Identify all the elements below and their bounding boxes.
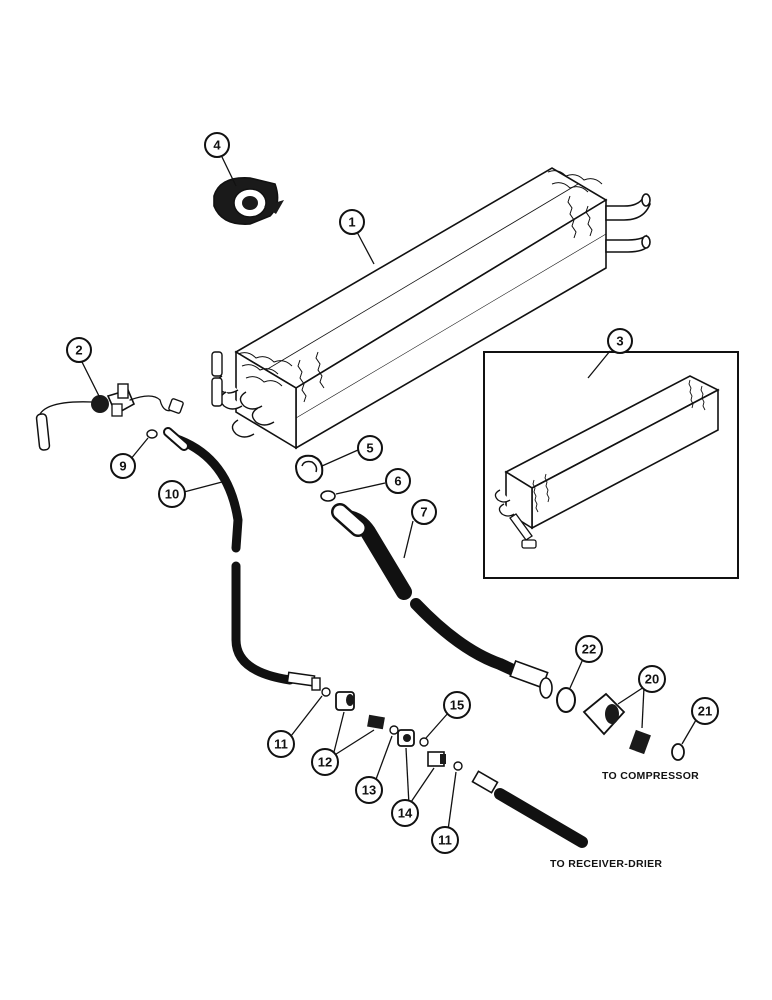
callout-12: 12 (311, 748, 339, 776)
fitting-14 (427, 751, 446, 767)
svg-text:13: 13 (362, 783, 376, 798)
hose-assembly-10 (163, 427, 321, 691)
svg-text:14: 14 (398, 806, 413, 821)
inset-alternate-evaporator (483, 351, 739, 579)
o-ring-11-upper (321, 687, 331, 697)
fitting-20-nut (582, 692, 626, 736)
fitting-20-insert (629, 729, 651, 755)
evaporator-core (211, 167, 651, 450)
receiver-drier-hose (471, 770, 588, 848)
callout-5: 5 (357, 435, 383, 461)
svg-text:12: 12 (318, 755, 332, 770)
fitting-12-nut (335, 691, 355, 711)
callout-22: 22 (575, 635, 603, 663)
callout-11-upper: 11 (267, 730, 295, 758)
svg-text:11: 11 (274, 737, 288, 752)
svg-text:2: 2 (75, 343, 82, 358)
nut-14 (397, 729, 415, 747)
svg-text:9: 9 (119, 459, 126, 474)
callout-15: 15 (443, 691, 471, 719)
svg-text:15: 15 (450, 698, 464, 713)
svg-text:11: 11 (438, 833, 452, 848)
o-ring-6 (320, 490, 336, 502)
expansion-valve (35, 383, 184, 451)
svg-text:5: 5 (366, 441, 373, 456)
note-to-receiver-drier: TO RECEIVER-DRIER (550, 858, 662, 870)
o-ring-22 (556, 687, 576, 713)
svg-text:21: 21 (698, 704, 712, 719)
o-ring-21 (671, 743, 685, 761)
hose-assembly-7 (331, 503, 553, 699)
leader-lines (81, 156, 697, 831)
callout-10: 10 (158, 480, 186, 508)
callout-4: 4 (204, 132, 230, 158)
callout-7: 7 (411, 499, 437, 525)
svg-text:7: 7 (420, 505, 427, 520)
callout-3: 3 (607, 328, 633, 354)
o-ring-15 (419, 737, 429, 747)
svg-text:6: 6 (394, 474, 401, 489)
svg-text:10: 10 (165, 487, 179, 502)
svg-text:1: 1 (348, 215, 355, 230)
callout-6: 6 (385, 468, 411, 494)
callout-13: 13 (355, 776, 383, 804)
clamp-5 (294, 454, 324, 484)
svg-text:22: 22 (582, 642, 596, 657)
callout-14: 14 (391, 799, 419, 827)
svg-text:20: 20 (645, 672, 659, 687)
svg-text:3: 3 (616, 334, 623, 349)
fitting-12-insert (367, 714, 385, 730)
washer-9 (146, 429, 158, 439)
note-to-compressor: TO COMPRESSOR (602, 770, 699, 782)
insulation-tape-roll (213, 177, 284, 225)
callout-1: 1 (339, 209, 365, 235)
callout-9: 9 (110, 453, 136, 479)
callout-2: 2 (66, 337, 92, 363)
o-ring-13 (389, 725, 399, 735)
o-ring-11-lower (453, 761, 463, 771)
callout-20: 20 (638, 665, 666, 693)
callout-11-lower: 11 (431, 826, 459, 854)
callout-21: 21 (691, 697, 719, 725)
svg-text:4: 4 (213, 138, 221, 153)
